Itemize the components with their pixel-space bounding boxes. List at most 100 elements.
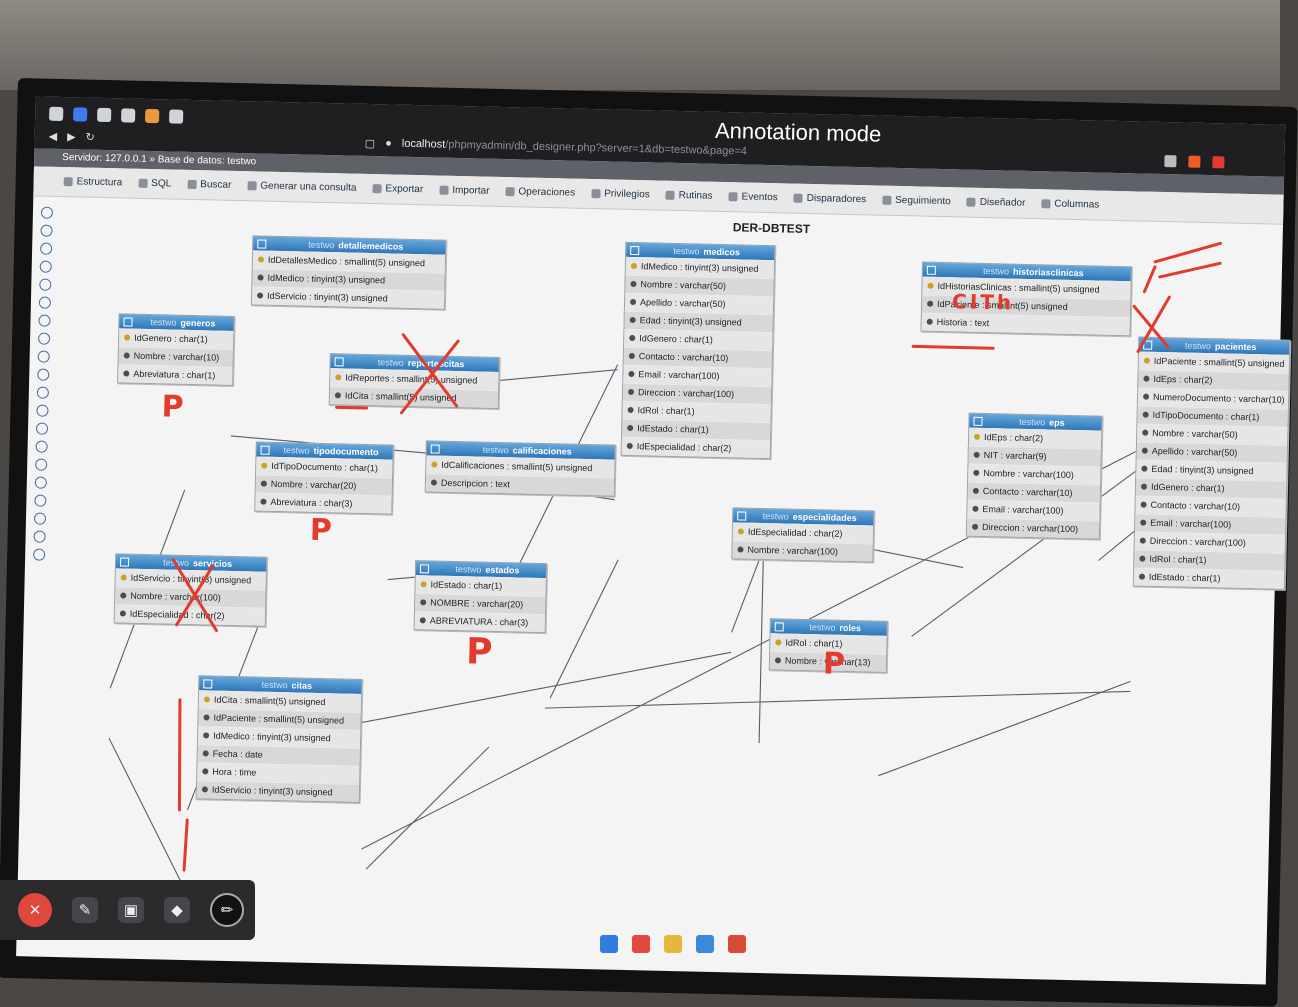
- app-icon[interactable]: [728, 935, 746, 953]
- brave-rewards-icon[interactable]: [1212, 156, 1225, 169]
- app-icon[interactable]: [49, 106, 64, 122]
- url-text[interactable]: localhost/phpmyadmin/db_designer.php?ser…: [402, 138, 747, 158]
- clock-icon: [728, 192, 738, 202]
- toolbar-icon[interactable]: [35, 458, 48, 471]
- eraser-icon[interactable]: ◆: [164, 897, 190, 923]
- annotation-p: P: [309, 512, 333, 549]
- query-icon: [247, 181, 257, 191]
- tab-label: Privilegios: [604, 188, 650, 201]
- taskbar: [600, 935, 746, 953]
- toolbar-icon[interactable]: [37, 368, 50, 381]
- users-icon: [591, 189, 601, 199]
- tab-columnas[interactable]: Columnas: [1041, 198, 1100, 211]
- toolbar-icon[interactable]: [35, 422, 49, 435]
- annotation-p: P: [465, 631, 493, 673]
- designer-icon: [966, 197, 976, 207]
- scribble-stroke: [1142, 241, 1223, 294]
- image-icon[interactable]: ▣: [118, 897, 144, 923]
- circle-icon[interactable]: [97, 107, 112, 123]
- share-icon[interactable]: [1164, 155, 1177, 168]
- relation-line: [549, 559, 619, 699]
- structure-icon: [63, 177, 73, 187]
- tab-label: Columnas: [1054, 198, 1100, 211]
- tab-importar[interactable]: Importar: [439, 185, 490, 197]
- windows-start-icon[interactable]: [600, 935, 618, 953]
- tab-rutinas[interactable]: Rutinas: [665, 190, 713, 202]
- toolbar-icon[interactable]: [40, 242, 53, 255]
- cross-out-stroke: [400, 339, 460, 415]
- toolbar-icon[interactable]: [39, 260, 52, 273]
- annotation-p: P: [161, 389, 184, 425]
- pen-icon[interactable]: ✏: [210, 893, 244, 927]
- tab-eventos[interactable]: Eventos: [728, 191, 778, 204]
- edge-icon[interactable]: [696, 935, 714, 953]
- tab-seguimiento[interactable]: Seguimiento: [882, 194, 951, 208]
- tab-privilegios[interactable]: Privilegios: [591, 188, 650, 200]
- folder-icon[interactable]: [664, 935, 682, 953]
- tab-label: Operaciones: [518, 186, 576, 199]
- site-info-icon[interactable]: ●: [385, 137, 392, 150]
- tab-label: Rutinas: [678, 190, 713, 202]
- toolbar-icon[interactable]: [36, 404, 49, 417]
- tab-label: Disparadores: [806, 192, 867, 206]
- url-host: localhost: [401, 137, 446, 151]
- toolbar-icon[interactable]: [38, 296, 52, 309]
- toolbar-icon[interactable]: [40, 224, 53, 237]
- toolbar-icon[interactable]: [34, 476, 47, 489]
- back-icon[interactable]: ◀: [48, 130, 58, 143]
- tab-label: Seguimiento: [895, 194, 951, 208]
- toolbar-icon[interactable]: [33, 530, 46, 543]
- tab-label: Buscar: [200, 179, 232, 191]
- browser-icon[interactable]: [73, 107, 88, 122]
- toolbar-icon[interactable]: [38, 314, 51, 327]
- tab-label: SQL: [151, 178, 172, 190]
- toolbar-icon[interactable]: [37, 332, 51, 345]
- phpmyadmin-icon[interactable]: [145, 108, 160, 124]
- annotation-p: P: [822, 646, 846, 682]
- tab-exportar[interactable]: Exportar: [372, 183, 423, 195]
- bookmark-icon[interactable]: ▢: [364, 137, 376, 150]
- toolbar-icon[interactable]: [35, 440, 48, 453]
- export-icon: [372, 184, 382, 194]
- toolbar-icon[interactable]: [34, 494, 47, 507]
- underline-stroke: [335, 405, 369, 410]
- close-annotation-icon[interactable]: ✕: [18, 893, 52, 927]
- columns-icon: [1041, 199, 1051, 209]
- toolbar-icon[interactable]: [33, 512, 47, 525]
- tab-estructura[interactable]: Estructura: [63, 176, 122, 188]
- monitor: Annotation mode ◀ ▶ ↻ ▢ ● localhost/phpm…: [0, 78, 1298, 1007]
- tab-sql[interactable]: SQL: [138, 178, 171, 190]
- toolbar-icon[interactable]: [37, 350, 50, 363]
- toolbar-icon[interactable]: [40, 206, 54, 219]
- new-tab-icon[interactable]: [169, 109, 184, 124]
- toolbar-icon[interactable]: [39, 278, 52, 291]
- eye-icon: [882, 195, 892, 205]
- relation-line: [544, 690, 1131, 709]
- tab-label: Eventos: [741, 191, 778, 204]
- toolbar-icon[interactable]: [33, 548, 46, 561]
- url-path: /phpmyadmin/db_designer.php?server=1&db=…: [445, 138, 748, 158]
- screen: Annotation mode ◀ ▶ ↻ ▢ ● localhost/phpm…: [16, 96, 1291, 985]
- bracket-stroke: [182, 818, 189, 872]
- reload-icon[interactable]: ↻: [85, 131, 95, 144]
- tab-disenador[interactable]: Diseñador: [966, 197, 1025, 209]
- tab-disparadores[interactable]: Disparadores: [793, 192, 867, 206]
- tab-label: Generar una consulta: [260, 180, 357, 194]
- relation-line: [365, 746, 490, 870]
- room-wall: [0, 0, 1280, 90]
- tab-buscar[interactable]: Buscar: [187, 179, 231, 191]
- edit-icon[interactable]: ✎: [72, 897, 98, 923]
- toolbar-icon[interactable]: [36, 386, 50, 399]
- sql-icon: [138, 178, 148, 188]
- wrench-icon: [505, 187, 515, 197]
- tab-generar-consulta[interactable]: Generar una consulta: [247, 180, 357, 194]
- github-icon[interactable]: [121, 108, 136, 123]
- tab-operaciones[interactable]: Operaciones: [505, 186, 575, 199]
- relation-line: [758, 533, 765, 743]
- chrome-icon[interactable]: [632, 935, 650, 953]
- routines-icon: [665, 190, 675, 200]
- brave-shield-icon[interactable]: [1188, 155, 1201, 168]
- browser-extensions: [1164, 155, 1225, 169]
- forward-icon[interactable]: ▶: [67, 130, 76, 143]
